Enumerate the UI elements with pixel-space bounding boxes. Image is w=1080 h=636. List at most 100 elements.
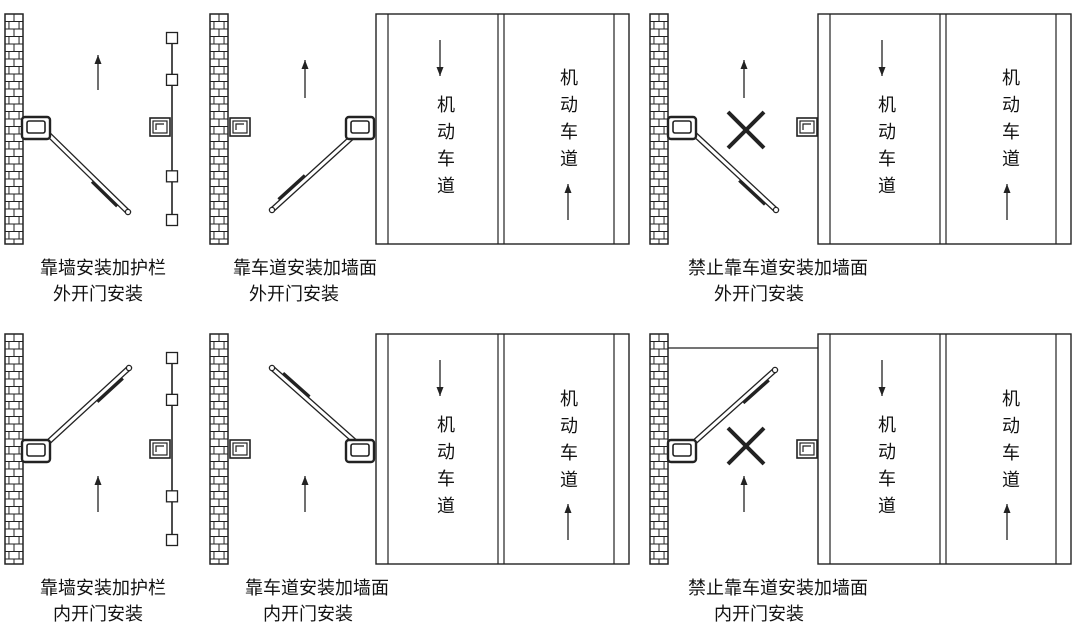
caption-line1: 靠墙安装加护栏 [40,258,166,279]
barrier-arm-icon [42,127,132,216]
road-lane-icon [375,13,630,245]
lane-label-bottom-right-right: 机动车道 [1002,389,1020,491]
railing-icon [165,31,179,227]
prohibited-x-icon [726,110,766,150]
arrow-head [740,60,748,69]
caption-line2: 外开门安装 [249,284,339,305]
box-outer [229,117,251,137]
prohibited-x-icon [726,426,766,466]
barrier-box-icon [229,117,251,137]
road-lane-icon [817,13,1072,245]
road-lane-icon [375,333,630,565]
brick-wall-icon [4,333,24,565]
arm-tip [771,366,779,374]
arm-spring [282,372,311,398]
box-outer [149,117,171,137]
brick-wall-icon [649,333,669,565]
box-inner [232,442,248,456]
arrow-head [436,67,444,76]
housing-inner [26,443,46,457]
arrow-head [1003,504,1011,513]
arm-edge [273,131,362,213]
direction-arrow-icon [94,55,102,90]
barrier-box-icon [149,439,171,459]
arrow-head [740,476,748,485]
arrow-head [564,184,572,193]
caption-bottom-mid: 靠车道安装加墙面 内开门安装 [245,576,389,628]
arrow-head [878,67,886,76]
lane-label-bottom-mid-right: 机动车道 [560,389,578,491]
direction-arrow-icon [1003,504,1011,540]
box-inner [152,120,168,134]
arrow-head [878,387,886,396]
caption-line2: 外开门安装 [53,284,143,305]
brick-wall-icon [209,13,229,245]
arm-tip [268,206,276,214]
lane-label-top-mid-left: 机动车道 [437,95,455,197]
arm-edge [688,367,774,445]
barrier-housing-icon [666,438,698,464]
lane-label-bottom-mid-left: 机动车道 [437,415,455,517]
box-inner [799,442,815,456]
box-inner [799,120,815,134]
direction-arrow-icon [436,40,444,76]
arm-spring [738,179,767,206]
road-outline [817,333,1072,565]
arrow-head [564,504,572,513]
arm-spring [96,377,124,403]
barrier-housing-icon [344,115,376,141]
x-stroke [726,426,766,466]
barrier-housing-icon [666,115,698,141]
direction-arrow-icon [1003,184,1011,220]
caption-line2: 内开门安装 [53,604,143,625]
railing-post [165,31,179,45]
arm-edge [270,369,359,449]
arm-tip [125,364,133,372]
caption-line1: 禁止靠车道安装加墙面 [688,258,868,279]
brick-wall-icon [209,333,229,565]
arrow-head [436,387,444,396]
caption-line2: 内开门安装 [714,604,804,625]
arrow-head [94,476,102,485]
arrow-head [1003,184,1011,193]
arm-tip [772,206,780,214]
box-detail [155,123,164,130]
barrier-box-icon [149,117,171,137]
arm-spring [277,174,306,201]
lane-label-top-right-right: 机动车道 [1002,68,1020,170]
brick-wall-icon [4,13,24,245]
caption-line2: 内开门安装 [263,604,353,625]
railing-post [165,533,179,547]
railing-post [165,393,179,407]
railing-post [165,351,179,365]
box-inner [232,120,248,134]
housing-inner [26,120,46,134]
brick-wall-icon [649,13,669,245]
caption-bottom-left: 靠墙安装加护栏 内开门安装 [40,576,166,628]
direction-arrow-icon [878,360,886,396]
box-detail [155,445,164,452]
arrow-head [94,55,102,64]
direction-arrow-icon [436,360,444,396]
caption-bottom-right: 禁止靠车道安装加墙面 内开门安装 [688,576,868,628]
arm-edge [45,127,130,211]
caption-top-left: 靠墙安装加护栏 外开门安装 [40,256,166,308]
barrier-arm-icon [268,364,362,449]
barrier-arm-icon [42,364,133,449]
caption-line1: 靠车道安装加墙面 [233,258,377,279]
caption-line1: 靠墙安装加护栏 [40,578,166,599]
arm-spring [742,379,770,405]
direction-arrow-icon [564,504,572,540]
box-detail [235,445,244,452]
railing-post [165,170,179,183]
caption-line2: 外开门安装 [714,284,804,305]
caption-line1: 靠车道安装加墙面 [245,578,389,599]
direction-arrow-icon [878,40,886,76]
barrier-box-icon [796,439,818,459]
arm-edge [691,127,778,209]
housing-inner [350,443,370,457]
box-outer [229,439,251,459]
railing-post [165,490,179,503]
